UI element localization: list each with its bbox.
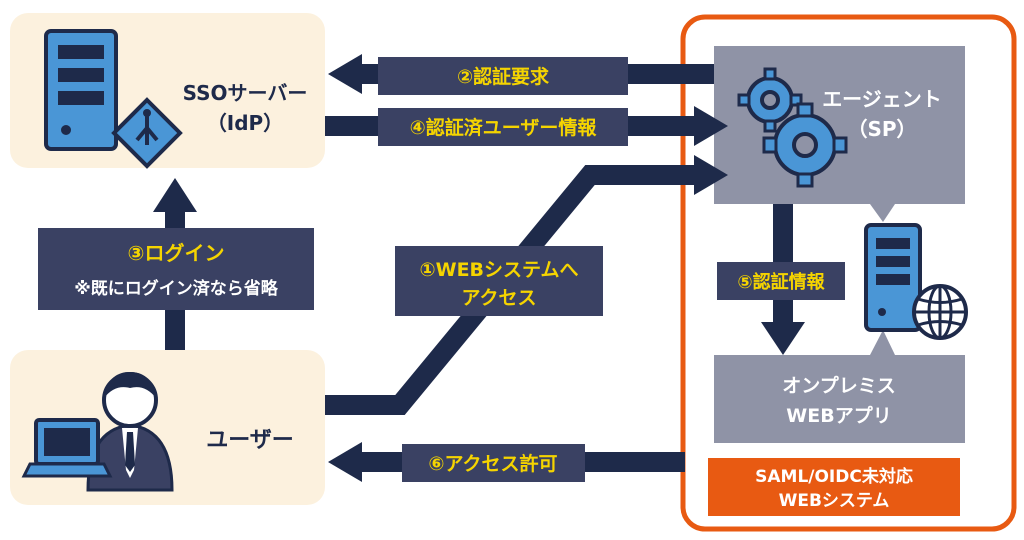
step2-label-box [378, 57, 628, 95]
agent-node [714, 46, 965, 204]
gears-icon [737, 67, 848, 188]
onprem-pointer [870, 330, 895, 355]
step1-label-box [395, 246, 603, 316]
onprem-app-line2: WEBアプリ [786, 404, 891, 427]
user-title: ユーザー [206, 428, 294, 453]
step4-label: ④認証済ユーザー情報 [410, 116, 598, 139]
step5-label: ⑤認証情報 [737, 271, 825, 293]
onprem-app-node [714, 355, 965, 443]
server-with-sso-icon [44, 29, 183, 169]
server-with-globe-icon [864, 223, 968, 340]
system-badge-line1: SAML/OIDC未対応 [755, 466, 913, 487]
step3-label-line2: ※既にログイン済なら省略 [74, 278, 279, 299]
step1-label-line2: アクセス [461, 287, 536, 309]
step2-label: ②認証要求 [457, 65, 550, 88]
step4-label-box [378, 108, 628, 146]
step5-label-box [717, 262, 845, 300]
agent-pointer [870, 204, 895, 222]
onprem-app-line1: オンプレミス [782, 374, 895, 397]
user-with-laptop-icon [21, 372, 174, 492]
step1-label-line1: ①WEBシステムへ [420, 259, 579, 281]
sso-server-subtitle: （IdP） [207, 111, 283, 135]
system-badge-line2: WEBシステム [779, 491, 890, 511]
agent-title: エージェント [822, 87, 942, 111]
step6-label: ⑥アクセス許可 [428, 452, 557, 475]
step6-label-box [402, 444, 585, 482]
system-badge [708, 458, 960, 516]
sso-server-title: SSOサーバー [183, 81, 308, 105]
step3-label-line1: ③ログイン [128, 241, 225, 265]
step3-label-box [38, 228, 314, 310]
agent-subtitle: （SP） [847, 117, 916, 141]
